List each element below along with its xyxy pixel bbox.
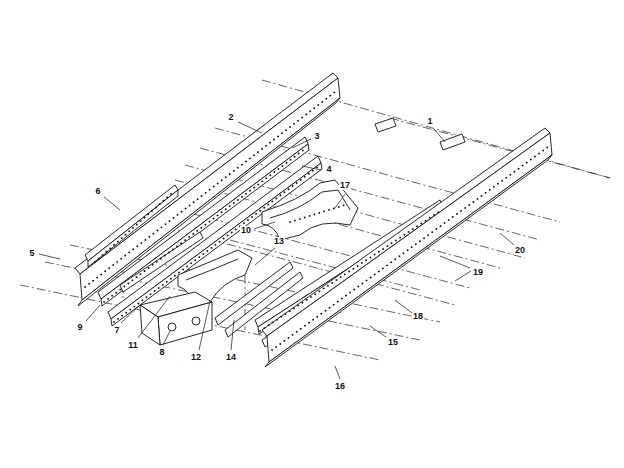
callout-number: 19: [472, 268, 484, 277]
callout-number: 3: [313, 132, 320, 141]
callout-number: 9: [76, 323, 83, 332]
callout-number: 4: [325, 165, 332, 174]
callout-number: 11: [127, 341, 139, 350]
callout-number: 5: [28, 249, 35, 258]
callout-number: 1: [426, 117, 433, 126]
callout-number: 7: [113, 326, 120, 335]
callout-number: 18: [412, 312, 424, 321]
callout-number: 17: [339, 181, 351, 190]
callout-number: 10: [240, 226, 252, 235]
callout-number: 13: [273, 237, 285, 246]
callout-number: 16: [334, 382, 346, 391]
callout-number: 6: [94, 187, 101, 196]
callout-number: 12: [190, 353, 202, 362]
callout-number: 20: [514, 246, 526, 255]
callout-number: 14: [225, 353, 237, 362]
callout-number: 8: [158, 348, 165, 357]
callout-number: 2: [227, 113, 234, 122]
callout-number: 15: [387, 338, 399, 347]
